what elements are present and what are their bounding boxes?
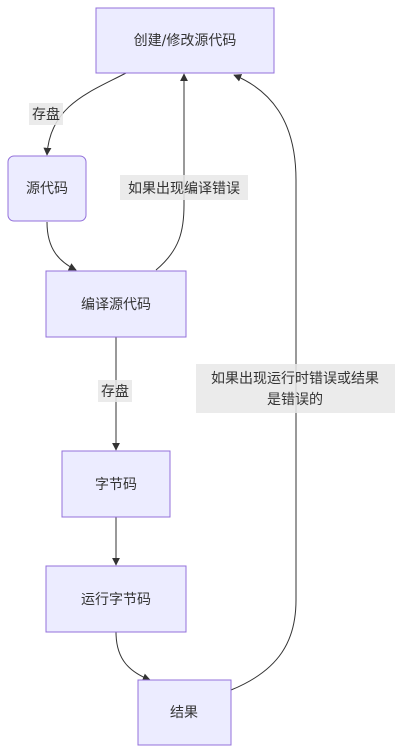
- edge-compile-to-edit: [155, 73, 188, 271]
- svg-text:存盘: 存盘: [101, 383, 129, 400]
- edge-label-compile-error: 如果出现编译错误: [120, 175, 248, 200]
- svg-text:是错误的: 是错误的: [267, 392, 323, 408]
- node-edit-source: 创建/修改源代码: [95, 7, 275, 74]
- svg-text:存盘: 存盘: [32, 106, 60, 123]
- node-compile-source: 编译源代码: [45, 270, 187, 338]
- edge-edit-to-source: [43, 72, 127, 156]
- node-bytecode: 字节码: [61, 450, 171, 518]
- edge-label-runtime-error: 如果出现运行时错误或结果 是错误的: [196, 364, 395, 413]
- svg-text:如果出现运行时错误或结果: 如果出现运行时错误或结果: [211, 371, 379, 387]
- edge-source-to-compile: [46, 221, 77, 271]
- svg-text:运行字节码: 运行字节码: [81, 592, 151, 608]
- svg-text:结果: 结果: [170, 705, 198, 721]
- node-source-code: 源代码: [7, 155, 87, 222]
- svg-text:字节码: 字节码: [95, 477, 137, 493]
- node-result: 结果: [137, 679, 232, 746]
- svg-text:源代码: 源代码: [26, 181, 68, 197]
- svg-text:创建/修改源代码: 创建/修改源代码: [134, 33, 237, 49]
- edge-run-to-result: [115, 631, 151, 682]
- svg-text:如果出现编译错误: 如果出现编译错误: [128, 181, 240, 197]
- edge-label-save2: 存盘: [98, 380, 132, 402]
- node-run-bytecode: 运行字节码: [45, 565, 187, 633]
- edge-label-save1: 存盘: [29, 103, 63, 125]
- svg-text:编译源代码: 编译源代码: [81, 297, 151, 313]
